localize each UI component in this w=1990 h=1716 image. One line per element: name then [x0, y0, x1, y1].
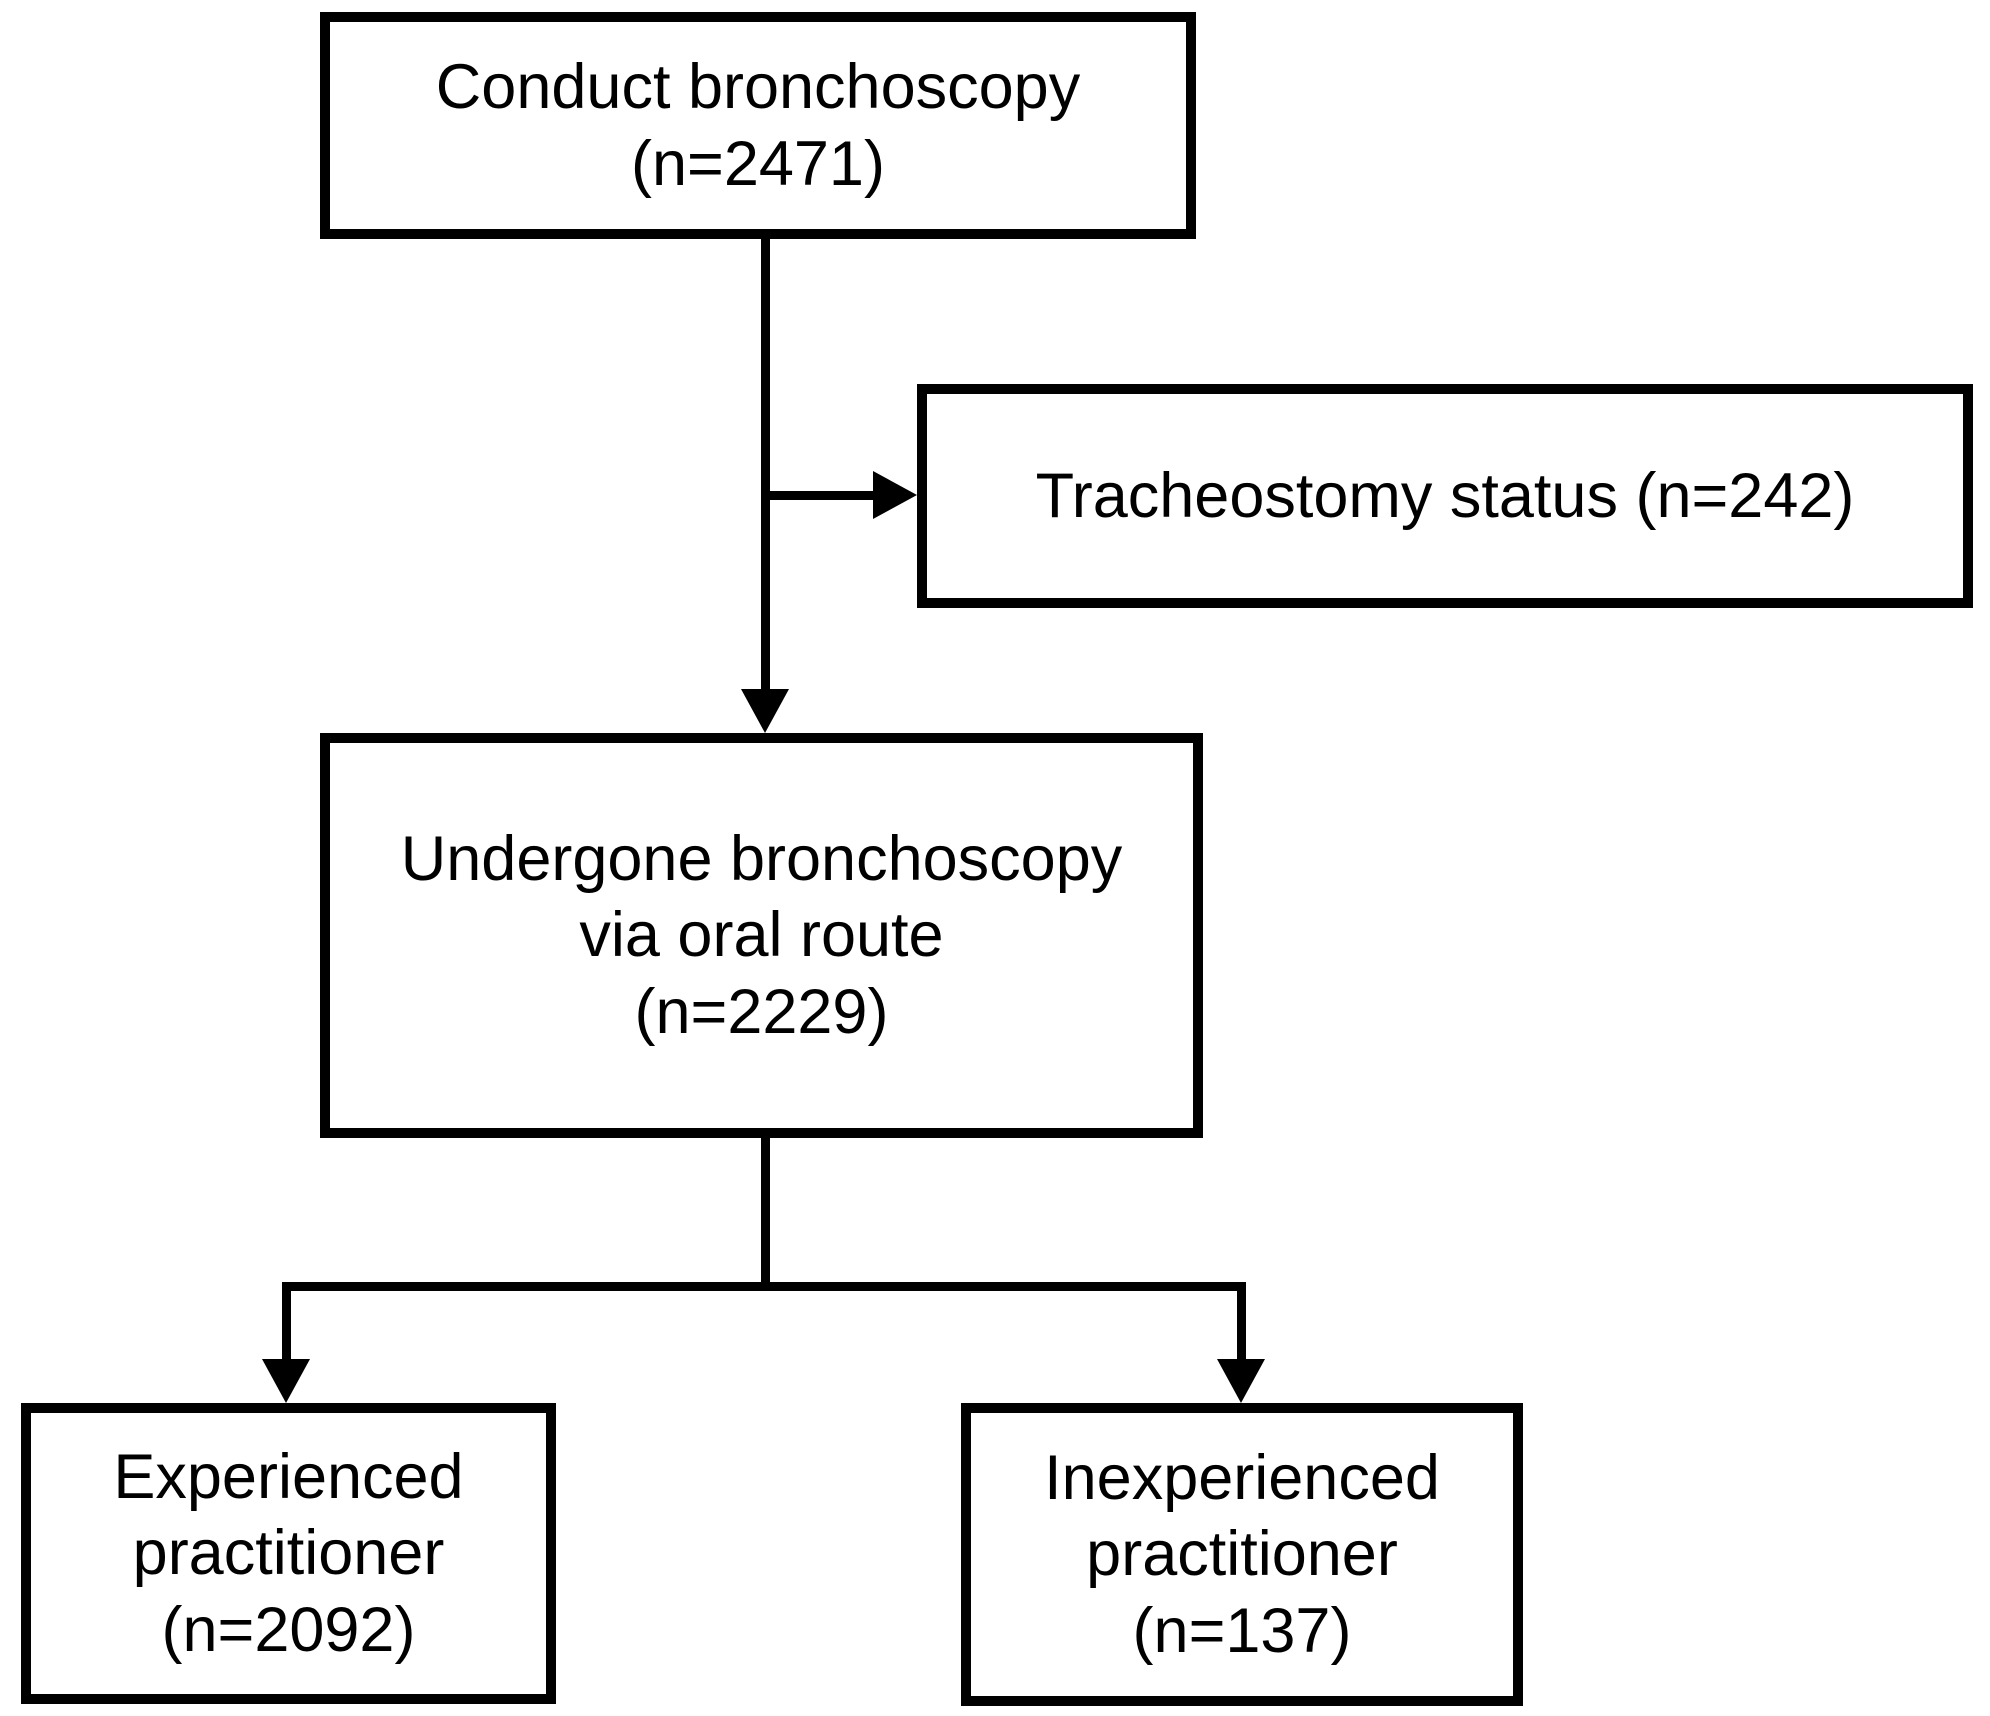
node-experienced-practitioner: Experienced practitioner (n=2092)	[21, 1403, 556, 1704]
node-oral-route: Undergone bronchoscopy via oral route (n…	[320, 733, 1203, 1138]
connector-split-to-inexperienced	[1237, 1282, 1246, 1360]
arrowhead-right-into-tracheostomy-icon	[873, 471, 917, 519]
connector-branch-to-tracheostomy	[761, 491, 876, 500]
connector-oral-route-to-split	[761, 1137, 770, 1291]
node-tracheostomy-status: Tracheostomy status (n=242)	[917, 384, 1973, 608]
node-inexperienced-practitioner: Inexperienced practitioner (n=137)	[961, 1403, 1523, 1706]
connector-split-horizontal	[282, 1282, 1246, 1291]
arrowhead-down-into-inexperienced-icon	[1217, 1359, 1265, 1403]
node-conduct-bronchoscopy-label: Conduct bronchoscopy (n=2471)	[435, 52, 1081, 199]
node-tracheostomy-status-label: Tracheostomy status (n=242)	[1035, 460, 1855, 531]
node-oral-route-label: Undergone bronchoscopy via oral route (n…	[400, 824, 1123, 1047]
connector-split-to-experienced	[282, 1282, 291, 1360]
arrowhead-down-into-oral-route-icon	[741, 689, 789, 733]
connector-conduct-to-oral-route	[761, 236, 770, 691]
node-inexperienced-practitioner-label: Inexperienced practitioner (n=137)	[1044, 1443, 1440, 1666]
node-conduct-bronchoscopy: Conduct bronchoscopy (n=2471)	[320, 12, 1196, 239]
node-experienced-practitioner-label: Experienced practitioner (n=2092)	[113, 1442, 464, 1665]
arrowhead-down-into-experienced-icon	[262, 1359, 310, 1403]
